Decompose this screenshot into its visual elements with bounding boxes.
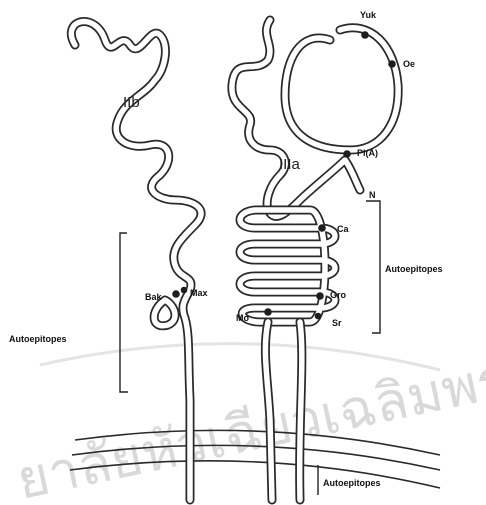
label-ca: Ca	[337, 224, 349, 234]
label-yuk: Yuk	[360, 10, 377, 20]
dot-gro	[316, 292, 324, 300]
dot-yuk	[361, 31, 369, 39]
label-autoepitopes-left: Autoepitopes	[9, 334, 67, 344]
label-bak: Bak	[145, 292, 163, 302]
label-iib: IIb	[123, 94, 140, 111]
label-max: Max	[190, 288, 208, 298]
bracket-left	[120, 233, 128, 392]
dot-pla	[343, 150, 351, 158]
label-n: N	[369, 190, 376, 200]
dot-ca	[318, 224, 326, 232]
dot-bak	[172, 290, 180, 298]
label-iiia: IIIa	[279, 156, 301, 173]
dot-max	[181, 287, 188, 294]
label-oe: Oe	[403, 59, 415, 69]
label-pla: Pl(A)	[357, 148, 378, 158]
label-mo: Mo	[236, 313, 249, 323]
watermark-arc	[40, 344, 440, 370]
label-autoepitopes-right: Autoepitopes	[385, 264, 443, 274]
dot-mo	[264, 308, 272, 316]
label-gro: Gro	[330, 290, 347, 300]
bracket-right	[366, 201, 380, 333]
dot-sr	[315, 313, 322, 320]
label-sr: Sr	[332, 318, 342, 328]
label-autoepitopes-bottom: Autoepitopes	[323, 478, 381, 488]
dot-oe	[388, 60, 396, 68]
